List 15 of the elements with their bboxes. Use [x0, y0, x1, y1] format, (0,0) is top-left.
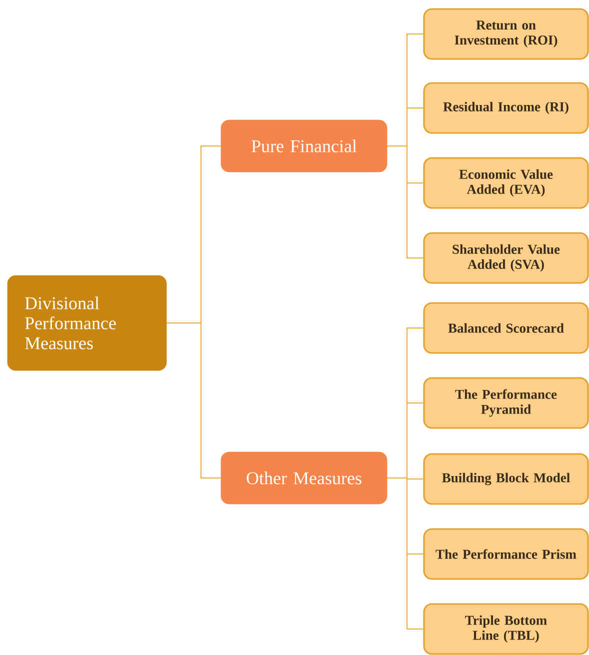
connector-line — [386, 146, 424, 258]
connector-line — [166, 322, 222, 478]
category-box: Pure Financial — [220, 120, 388, 172]
measure-box: Economic Value Added (EVA) — [423, 157, 589, 209]
measure-box: Building Block Model — [423, 453, 589, 505]
measure-box: The Performance Pyramid — [423, 377, 589, 429]
category-box: Other Measures — [220, 452, 388, 504]
measure-box: Balanced Scorecard — [423, 302, 589, 354]
measure-box: The Performance Prism — [423, 528, 589, 580]
connector-line — [386, 478, 424, 630]
measure-box: Shareholder Value Added (SVA) — [423, 232, 589, 284]
measure-box: Residual Income (RI) — [423, 82, 589, 134]
measure-box: Return on Investment (ROI) — [423, 8, 589, 60]
root-box: Divisional Performance Measures — [7, 275, 167, 371]
measure-box: Triple Bottom Line (TBL) — [423, 603, 589, 655]
